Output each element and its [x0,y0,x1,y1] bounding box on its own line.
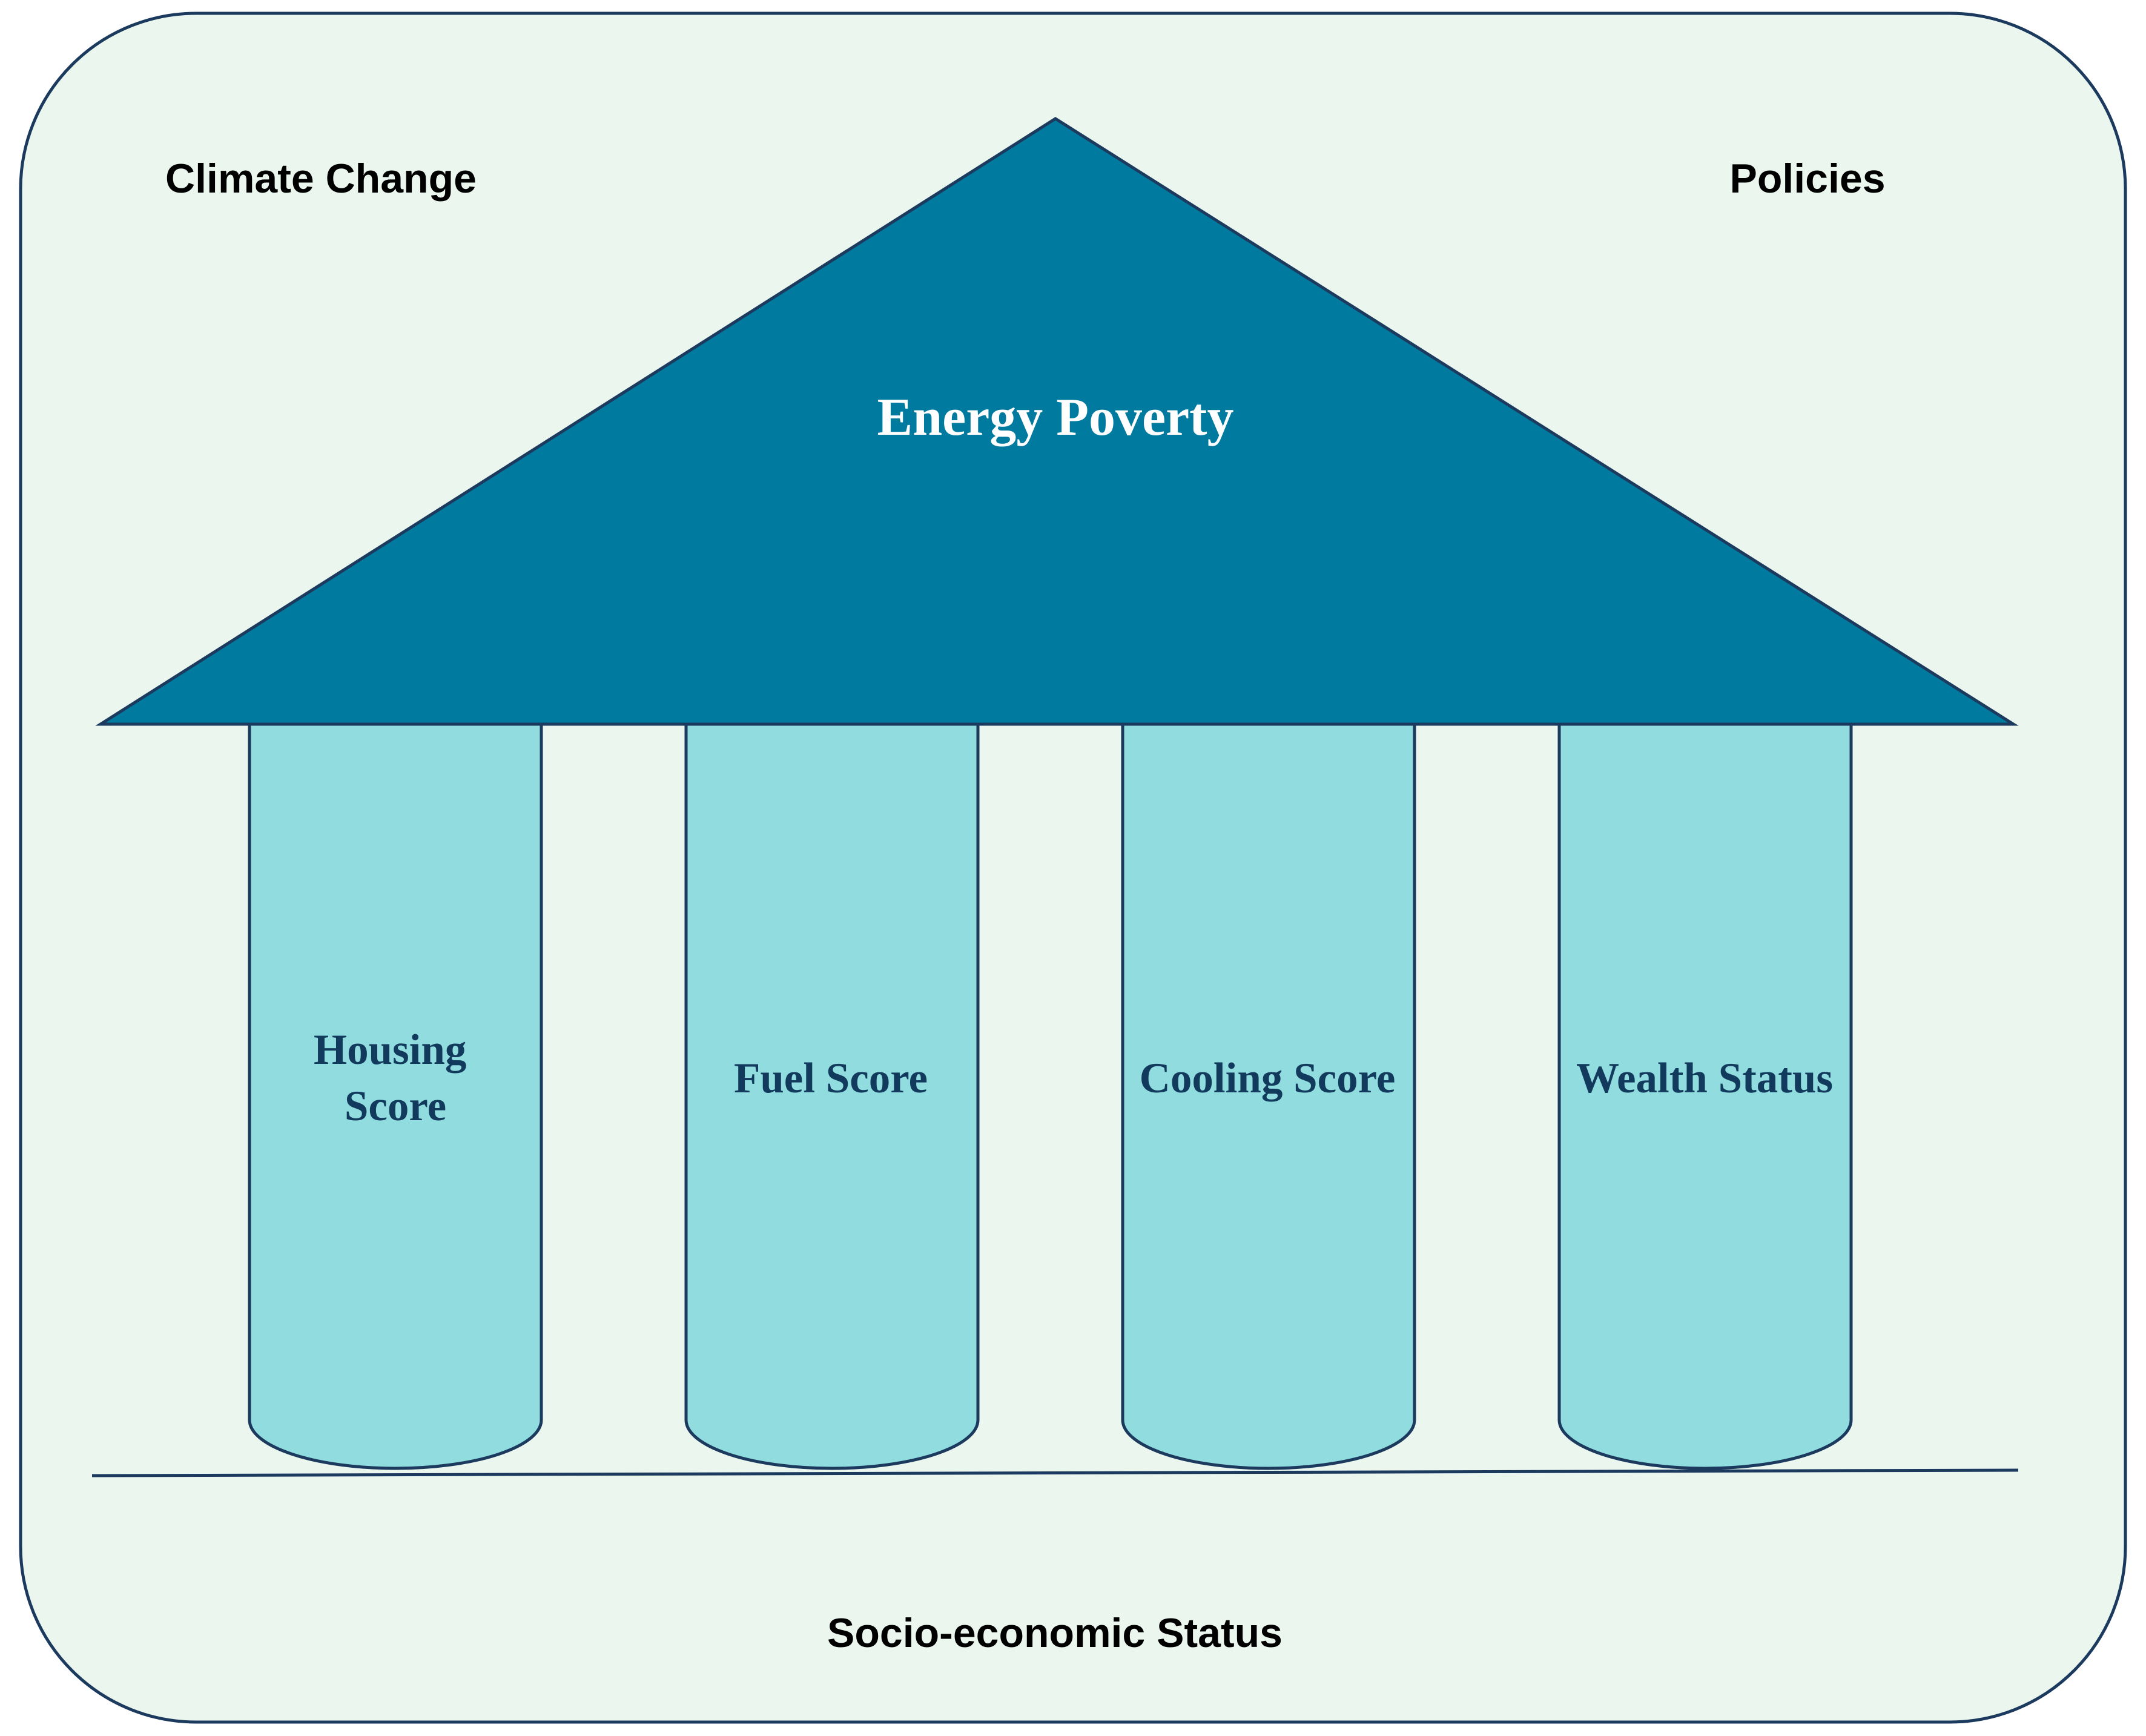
pillar-cooling-score: Cooling Score [1121,722,1416,1470]
svg-text:Wealth Status: Wealth Status [1576,1055,1833,1102]
pillar-label-line: Wealth Status [1576,1055,1833,1102]
pillar-label-line: Score [345,1083,446,1130]
svg-text:Cooling Score: Cooling Score [1140,1055,1396,1102]
roof-label: Energy Poverty [877,388,1234,447]
policies-label: Policies [1729,156,1885,202]
pillar-wealth-status: Wealth Status [1557,722,1853,1470]
pillar-label-line: Fuel Score [734,1055,928,1102]
pillar-housing-score: Housing Score [248,722,543,1470]
roof: Energy Poverty [95,117,2019,726]
climate-change-label: Climate Change [165,156,477,202]
svg-text:Housing Score: Housing Score [314,1026,477,1130]
roof-triangle [95,117,2019,726]
pillar-label-line: Cooling Score [1140,1055,1396,1102]
pillar-label-line: Housing [314,1026,467,1074]
ground-line [91,1468,2019,1477]
pillar-fuel-score: Fuel Score [684,722,980,1470]
svg-text:Fuel Score: Fuel Score [734,1055,928,1102]
socio-economic-status-label: Socio-economic Status [827,1610,1283,1656]
